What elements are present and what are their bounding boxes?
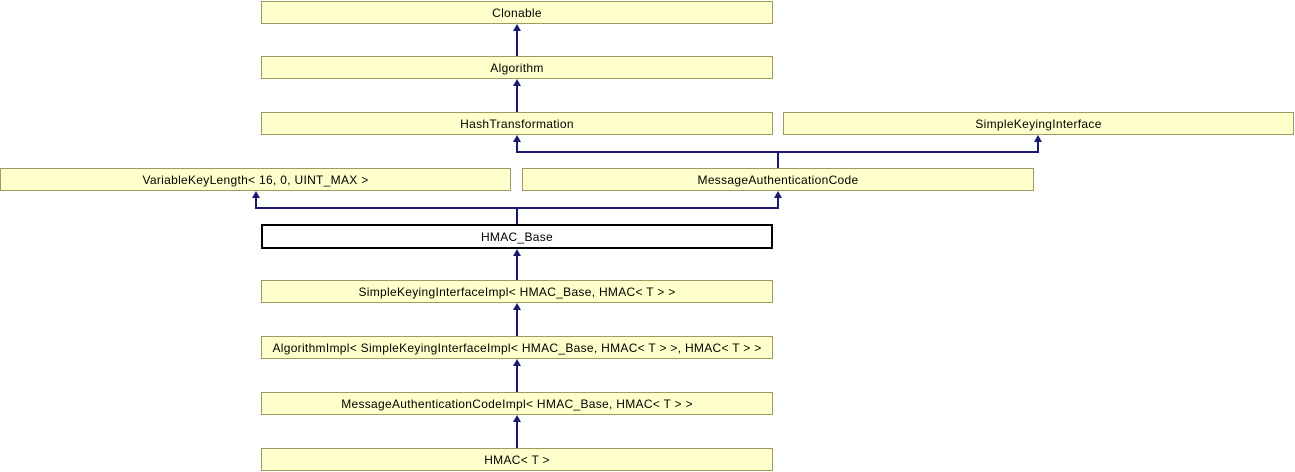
inheritance-edge-hashtransformation-to-algorithm: [516, 85, 518, 112]
class-node-algorithm-impl[interactable]: AlgorithmImpl< SimpleKeyingInterfaceImpl…: [261, 336, 773, 359]
inheritance-edge-skiimpl-to-hmacbase: [516, 255, 518, 280]
inheritance-edge-mac-horizontal-connector: [516, 151, 1039, 153]
inheritance-edge-mac-to-simple-keying-interface: [1037, 141, 1039, 152]
class-node-clonable[interactable]: Clonable: [261, 1, 773, 24]
inheritance-edge-mac-to-hashtransformation: [516, 141, 518, 152]
class-node-algorithm[interactable]: Algorithm: [261, 56, 773, 79]
class-node-hash-transformation[interactable]: HashTransformation: [261, 112, 773, 135]
inheritance-edge-algorithm-to-clonable: [516, 30, 518, 56]
inheritance-edge-hmacbase-stem: [516, 209, 518, 224]
inheritance-edge-algorithmimpl-to-skiimpl: [516, 309, 518, 336]
inheritance-arrowhead-skiimpl-to-hmacbase: [513, 249, 521, 256]
class-node-simple-keying-interface[interactable]: SimpleKeyingInterface: [783, 112, 1294, 135]
inheritance-arrowhead-mac-to-simple-keying-interface: [1034, 135, 1042, 142]
inheritance-arrowhead-mac-to-hashtransformation: [513, 135, 521, 142]
class-node-message-authentication-code-impl[interactable]: MessageAuthenticationCodeImpl< HMAC_Base…: [261, 392, 773, 415]
inheritance-edge-hmacbase-to-mac: [777, 197, 779, 208]
inheritance-arrowhead-hashtransformation-to-algorithm: [513, 79, 521, 86]
class-node-simple-keying-interface-impl[interactable]: SimpleKeyingInterfaceImpl< HMAC_Base, HM…: [261, 280, 773, 303]
inheritance-arrowhead-algorithmimpl-to-skiimpl: [513, 303, 521, 310]
inheritance-edge-mac-stem: [777, 153, 779, 168]
class-node-hmac-t[interactable]: HMAC< T >: [261, 448, 773, 471]
class-node-hmac-base-current: HMAC_Base: [261, 224, 773, 249]
inheritance-arrowhead-macimpl-to-algorithmimpl: [513, 359, 521, 366]
inheritance-edge-hmacbase-horizontal-connector: [255, 207, 779, 209]
inheritance-arrowhead-algorithm-to-clonable: [513, 24, 521, 31]
inheritance-edge-macimpl-to-algorithmimpl: [516, 365, 518, 392]
inheritance-arrowhead-hmact-to-macimpl: [513, 415, 521, 422]
class-node-message-authentication-code[interactable]: MessageAuthenticationCode: [522, 168, 1034, 191]
class-node-variable-key-length[interactable]: VariableKeyLength< 16, 0, UINT_MAX >: [0, 168, 511, 191]
inheritance-arrowhead-hmacbase-to-variable-key-length: [252, 191, 260, 198]
inheritance-arrowhead-hmacbase-to-mac: [774, 191, 782, 198]
inheritance-edge-hmacbase-to-variable-key-length: [255, 197, 257, 208]
inheritance-edge-hmact-to-macimpl: [516, 421, 518, 448]
